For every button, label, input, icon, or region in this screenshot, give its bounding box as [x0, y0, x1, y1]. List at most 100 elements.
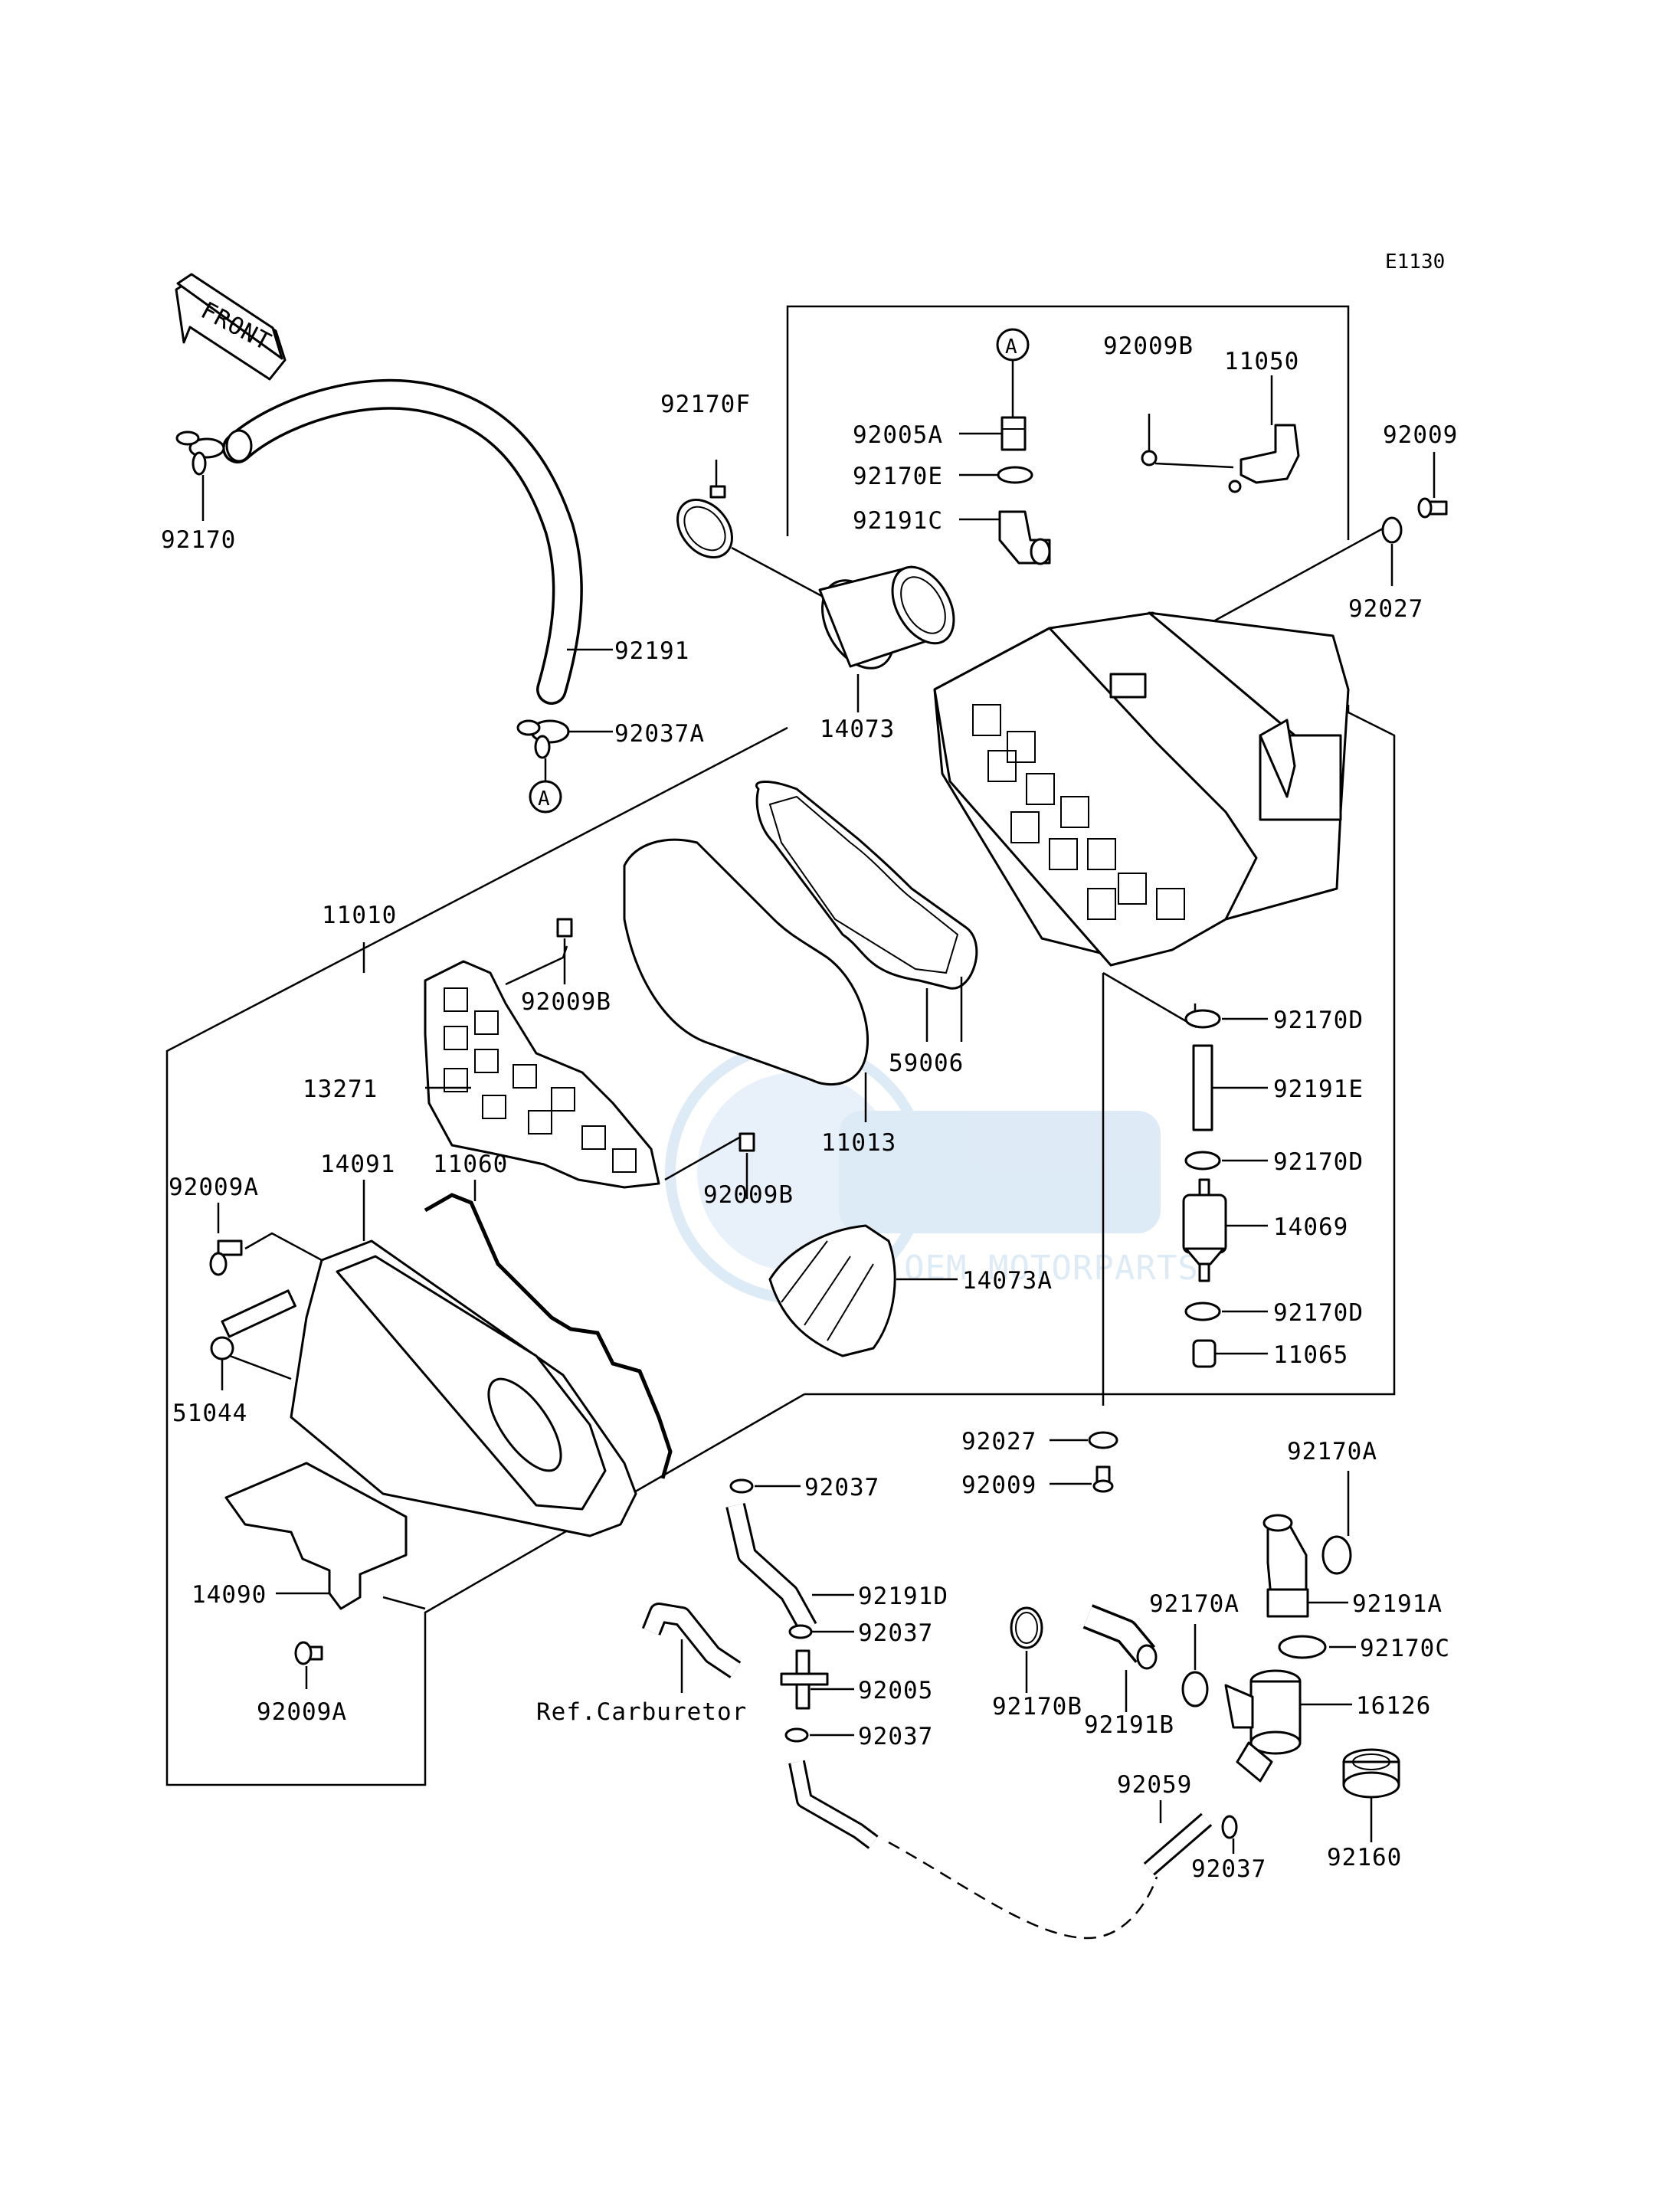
label-92009a-top: 92009A — [169, 1174, 259, 1201]
hose-92191 — [222, 378, 583, 705]
screen-grid — [444, 987, 637, 1173]
clamp-92170 — [175, 431, 225, 521]
label-11013: 11013 — [821, 1129, 896, 1157]
duct-14073a — [768, 1224, 958, 1357]
label-11010: 11010 — [322, 902, 397, 929]
gasket-11013 — [623, 838, 869, 1122]
clip-92037-1 — [729, 1478, 801, 1494]
label-92037-4: 92037 — [1191, 1855, 1266, 1883]
label-92027-bot: 92027 — [961, 1428, 1036, 1455]
label-92191c: 92191C — [853, 507, 943, 535]
group-outline-lower — [165, 726, 805, 1786]
filter-14069 — [1182, 1178, 1268, 1282]
duct-14073 — [818, 565, 955, 712]
svg-text:A: A — [1005, 336, 1017, 359]
clamp-92170f — [676, 460, 840, 607]
label-11050: 11050 — [1224, 348, 1299, 375]
label-14091: 14091 — [320, 1151, 395, 1178]
washer-92027-bot — [1050, 1431, 1118, 1449]
marker-a-lower: A — [529, 780, 562, 814]
bolt-92009a-top — [209, 1203, 243, 1276]
label-14069: 14069 — [1273, 1213, 1348, 1241]
bolt-92009-top — [1417, 452, 1448, 519]
label-92059: 92059 — [1117, 1771, 1192, 1799]
bracket-14090 — [224, 1462, 426, 1610]
label-92170a-mid: 92170A — [1149, 1590, 1240, 1618]
hose-92191e — [1192, 1044, 1268, 1131]
clip-92037-3 — [784, 1727, 854, 1743]
label-92170d-2: 92170D — [1273, 1148, 1364, 1176]
label-92027-top: 92027 — [1348, 595, 1423, 623]
label-16126: 16126 — [1356, 1692, 1431, 1720]
bolt-92009b-mid — [556, 918, 573, 984]
bolt-92009b-low — [738, 1132, 755, 1199]
label-92170d-3: 92170D — [1273, 1299, 1364, 1327]
label-92009-top: 92009 — [1383, 421, 1458, 449]
clip-92170d-3 — [1184, 1302, 1268, 1321]
tee-fitting-92005 — [780, 1649, 854, 1710]
label-92191a: 92191A — [1352, 1590, 1443, 1618]
svg-text:A: A — [538, 787, 550, 810]
bolt-92009-bot — [1050, 1465, 1114, 1493]
label-59006: 59006 — [889, 1049, 964, 1077]
air-cleaner-housing — [933, 611, 1350, 1406]
marker-a-upper: A — [996, 328, 1030, 417]
hose-92191b — [1082, 1604, 1158, 1712]
hose-92191d — [725, 1503, 854, 1633]
part-labels: 92170 92191 92037A 92170F 92005A 92170E … — [161, 332, 1458, 1883]
label-92170b: 92170B — [992, 1693, 1082, 1721]
label-92037-2: 92037 — [858, 1619, 933, 1647]
lower-housing-14091 — [244, 1180, 637, 1537]
clamp-92037a — [516, 719, 613, 781]
label-92170: 92170 — [161, 526, 236, 554]
label-92191d: 92191D — [858, 1583, 948, 1610]
label-92191e: 92191E — [1273, 1076, 1364, 1103]
clip-92037-4 — [1221, 1815, 1238, 1854]
label-92170e: 92170E — [853, 463, 943, 490]
diagram-code: E1130 — [1385, 250, 1445, 273]
elbow-92191c — [959, 510, 1051, 565]
clip-92170d-1 — [1184, 1009, 1268, 1029]
label-14073: 14073 — [820, 715, 895, 743]
label-92191: 92191 — [614, 637, 689, 665]
group-outline-upper — [786, 305, 1396, 1396]
label-13271: 13271 — [303, 1076, 378, 1103]
hose-92191a — [1262, 1514, 1348, 1618]
label-51044: 51044 — [172, 1400, 247, 1427]
label-14073a: 14073A — [962, 1267, 1053, 1295]
fitting-92005a — [959, 416, 1027, 451]
label-14090: 14090 — [192, 1581, 267, 1609]
watermark-logo: OEM MOTORPARTS — [665, 1040, 1199, 1304]
label-92191b: 92191B — [1084, 1711, 1174, 1739]
gasket-11060 — [424, 1180, 673, 1479]
label-92009-bot: 92009 — [961, 1472, 1036, 1499]
nut-92160 — [1342, 1748, 1400, 1842]
label-92170d-1: 92170D — [1273, 1007, 1364, 1034]
label-11065: 11065 — [1273, 1341, 1348, 1369]
leader-lines — [362, 648, 963, 1089]
tube-92059 — [1143, 1800, 1213, 1876]
label-92037a: 92037A — [614, 720, 705, 748]
clip-92170e — [959, 466, 1033, 484]
label-92037-3: 92037 — [858, 1723, 933, 1750]
label-92170a-top: 92170A — [1287, 1438, 1377, 1465]
drain-51044 — [210, 1289, 296, 1390]
valve-16126 — [1224, 1669, 1352, 1783]
bracket-11050 — [1141, 375, 1300, 493]
label-92005a: 92005A — [853, 421, 943, 449]
filter-element-59006 — [755, 781, 978, 1042]
clamp-92170a-top — [1321, 1471, 1352, 1575]
front-direction-arrow: FRONT — [175, 273, 287, 381]
label-92037-1: 92037 — [804, 1474, 879, 1501]
screen-13271 — [424, 945, 740, 1189]
ref-carburetor-label: Ref.Carburetor — [536, 1698, 747, 1726]
clip-92170d-2 — [1184, 1151, 1268, 1171]
bolt-92009a-bot — [294, 1641, 323, 1689]
label-92009a-bot: 92009A — [257, 1698, 347, 1726]
label-92009b-low: 92009B — [703, 1181, 794, 1209]
watermark-text: OEM MOTORPARTS — [904, 1249, 1199, 1288]
dashed-connection-line — [888, 1841, 1158, 1940]
hose-to-92059 — [788, 1760, 879, 1849]
clamp-92170a-mid — [1181, 1624, 1209, 1708]
